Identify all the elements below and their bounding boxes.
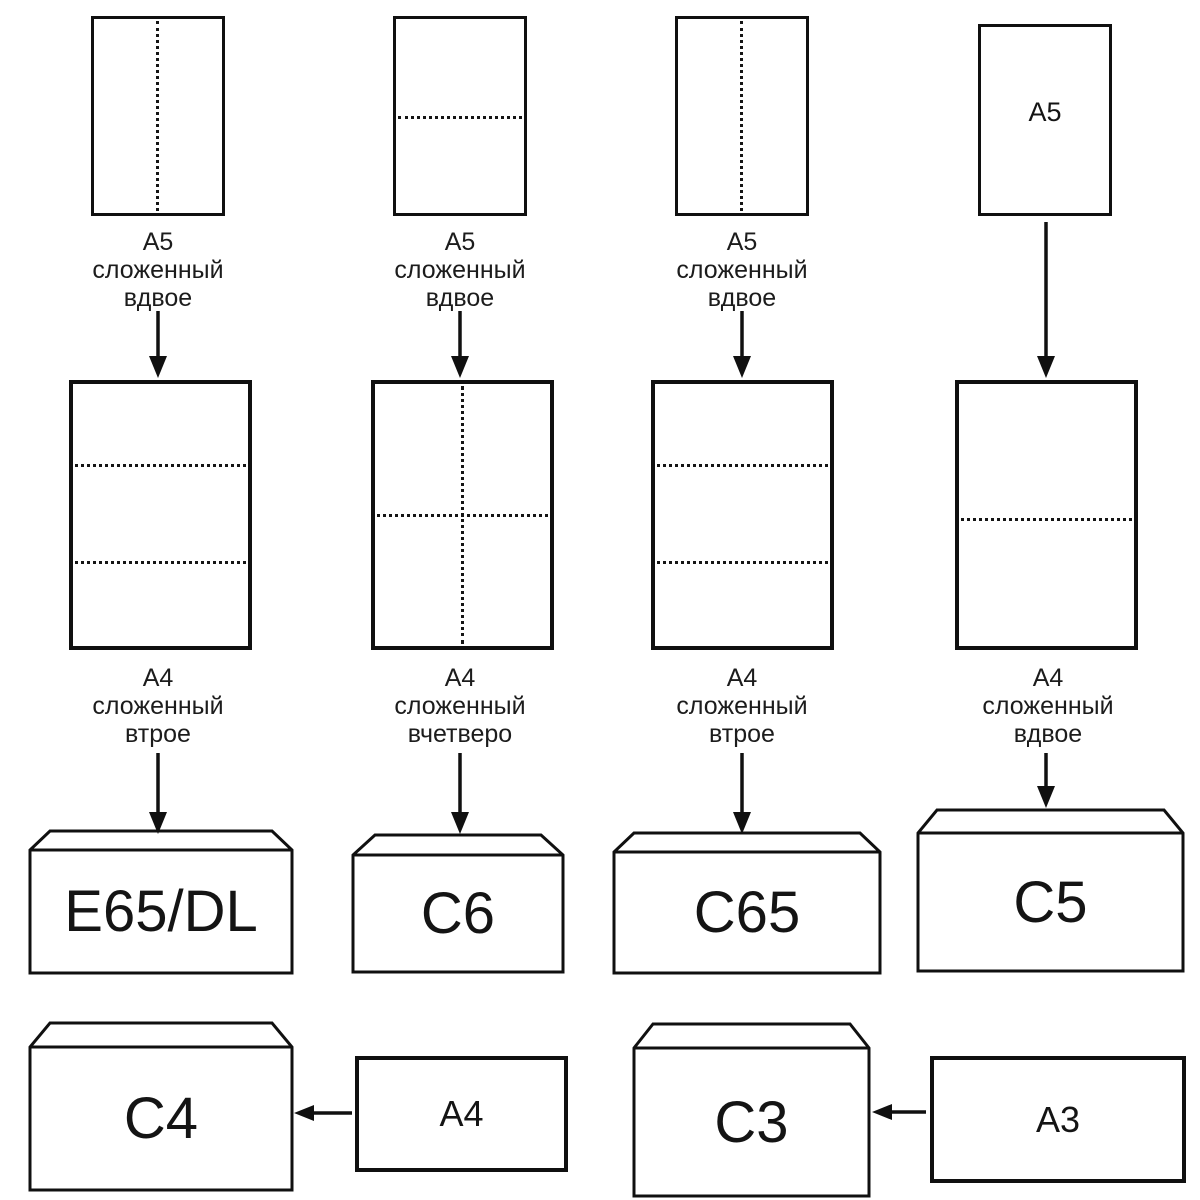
caption-line: втрое (709, 720, 775, 748)
arrow-head (451, 356, 469, 378)
sheet-a5-col4-label: A5 (1028, 96, 1062, 127)
envelope-label-c6: C6 (420, 881, 496, 946)
caption-line: А5 (444, 228, 476, 256)
arrow-head (451, 812, 469, 834)
caption-line: вдвое (707, 284, 777, 312)
caption-a4-col1: А4 сложенный втрое (48, 664, 268, 748)
caption-line: вдвое (123, 284, 193, 312)
fold-line-vertical (156, 21, 159, 211)
caption-a5-col1: А5 сложенный вдвое (48, 228, 268, 312)
sheet-a4-col3 (651, 380, 834, 650)
caption-a5-col2: А5 сложенный вдвое (350, 228, 570, 312)
arrow-a4-to-envelope-col2 (451, 753, 469, 834)
envelope-label-c3: C3 (714, 1089, 789, 1155)
arrow-head (733, 356, 751, 378)
envelope-label-c5: C5 (1013, 869, 1088, 935)
caption-line: сложенный (92, 256, 224, 284)
arrow-head (294, 1105, 314, 1121)
caption-line: сложенный (676, 692, 808, 720)
arrow-a4-to-envelope-col4 (1037, 753, 1055, 808)
caption-line: вдвое (425, 284, 495, 312)
caption-line: А5 (726, 228, 758, 256)
caption-line: сложенный (982, 692, 1114, 720)
arrow-head (1037, 786, 1055, 808)
arrow-a4-to-c4 (294, 1105, 352, 1121)
caption-line: А5 (142, 228, 174, 256)
sheet-a5-col3 (675, 16, 809, 216)
sheet-a5-col2 (393, 16, 527, 216)
sheet-a4-landscape (355, 1056, 568, 1172)
fold-line-horizontal (657, 560, 828, 564)
arrow-head (1037, 356, 1055, 378)
caption-line: А4 (1032, 664, 1064, 692)
caption-line: сложенный (92, 692, 224, 720)
caption-line: сложенный (394, 692, 526, 720)
caption-line: вдвое (1013, 720, 1083, 748)
caption-a4-col4: А4 сложенный вдвое (938, 664, 1158, 748)
sheet-a3-landscape-label: A3 (1035, 1098, 1081, 1140)
sheet-a5-col1 (91, 16, 225, 216)
arrow-a4-to-envelope-col1 (149, 753, 167, 834)
envelope-label-e65dl: E65/DL (64, 879, 258, 944)
arrow-a5-to-a4-col2 (451, 311, 469, 378)
fold-line-horizontal (377, 513, 548, 517)
sheet-a4-col4 (955, 380, 1138, 650)
fold-line-vertical (740, 21, 743, 211)
envelope-label-c4: C4 (123, 1086, 199, 1151)
fold-line-horizontal (657, 463, 828, 467)
fold-line-horizontal (961, 517, 1132, 521)
arrow-a3-to-c3 (872, 1104, 926, 1120)
caption-a4-col3: А4 сложенный втрое (632, 664, 852, 748)
sheet-a3-landscape (930, 1056, 1186, 1183)
arrow-a5-to-a4-col4 (1037, 222, 1055, 378)
caption-line: А4 (142, 664, 174, 692)
fold-line-horizontal (75, 463, 246, 467)
envelope-label-c65: C65 (693, 880, 801, 945)
fold-line-horizontal (75, 560, 246, 564)
caption-line: А4 (726, 664, 758, 692)
arrow-a4-to-envelope-col3 (733, 753, 751, 834)
arrow-head (149, 812, 167, 834)
arrow-head (149, 356, 167, 378)
arrow-head (733, 812, 751, 834)
caption-a4-col2: А4 сложенный вчетверо (350, 664, 570, 748)
caption-line: А4 (444, 664, 476, 692)
sheet-a4-col1 (69, 380, 252, 650)
arrow-a5-to-a4-col3 (733, 311, 751, 378)
sheet-a5-col4 (978, 24, 1112, 216)
arrow-head (872, 1104, 892, 1120)
sheet-a4-col2 (371, 380, 554, 650)
arrow-a5-to-a4-col1 (149, 311, 167, 378)
caption-line: сложенный (676, 256, 808, 284)
caption-line: сложенный (394, 256, 526, 284)
sheet-a4-landscape-label: A4 (439, 1093, 484, 1134)
caption-line: вчетверо (407, 720, 513, 748)
fold-line-horizontal (398, 116, 522, 119)
caption-line: втрое (125, 720, 191, 748)
caption-a5-col3: А5 сложенный вдвое (632, 228, 852, 312)
